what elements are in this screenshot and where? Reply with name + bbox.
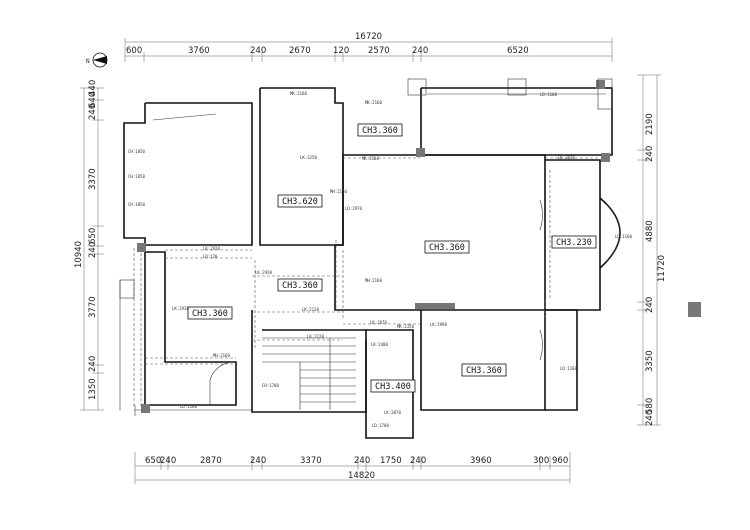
svg-text:CH3.400: CH3.400 [375, 382, 411, 392]
label-ch1850-1: CH:1850 [128, 149, 145, 154]
bottom-dim-3: 2870 [200, 456, 222, 466]
wall-outlines [119, 87, 621, 439]
left-dim-6: 240 [88, 242, 98, 258]
label-lk2070-bath: LK:2070 [384, 410, 401, 415]
left-dim-4: 3370 [88, 168, 98, 190]
top-dim-1: 600 [126, 46, 142, 56]
right-dim-6: 580 [645, 398, 655, 414]
dashed-lines [133, 157, 600, 408]
ceiling-tag-8: CH3.360 [461, 363, 507, 377]
left-total-dimension: 10940 [74, 241, 84, 268]
label-mh2160-c: MH:2160 [213, 353, 230, 358]
bottom-dim-6: 240 [354, 456, 370, 466]
label-ch1700: CH:1700 [262, 383, 279, 388]
top-dim-4: 2670 [289, 46, 311, 56]
bottom-dim-11: 960 [552, 456, 568, 466]
svg-text:CH3.360: CH3.360 [362, 126, 398, 136]
left-dimension-lines [80, 87, 104, 411]
staircase [262, 337, 356, 410]
label-mk2160-top2: MK:2160 [290, 91, 307, 96]
svg-text:CH3.360: CH3.360 [192, 309, 228, 319]
bottom-dim-10: 300 [533, 456, 549, 466]
right-dim-3: 4880 [645, 220, 655, 242]
top-dim-2: 3760 [188, 46, 210, 56]
top-dim-7: 240 [412, 46, 428, 56]
top-dim-6: 2570 [368, 46, 390, 56]
label-mk2350: MK:2350 [397, 324, 414, 329]
label-ld120: LD:120 [203, 254, 218, 259]
label-lk2070: LK:2070 [370, 320, 387, 325]
right-dim-5: 3350 [645, 350, 655, 372]
label-lk2400: LK:2400 [371, 342, 388, 347]
label-mk2160: MK:2160 [362, 156, 379, 161]
window-boxes [119, 78, 613, 299]
label-mk2160-top: MK:2160 [365, 100, 382, 105]
top-total-dimension: 16720 [355, 32, 382, 42]
bottom-dim-7: 1750 [380, 456, 402, 466]
bottom-dim-8: 240 [410, 456, 426, 466]
ceiling-tag-2: CH3.620 [277, 194, 323, 208]
right-dim-7: 240 [645, 410, 655, 426]
top-dim-8: 6520 [507, 46, 529, 56]
top-dim-5: 120 [333, 46, 349, 56]
label-lk2920-b: LK:2920 [255, 270, 272, 275]
bottom-total-dimension: 14820 [348, 471, 375, 481]
label-ld1700: LD:1700 [372, 423, 389, 428]
left-dim-3: 440 [88, 80, 98, 96]
label-mh2160-a: MH:2160 [330, 189, 347, 194]
bottom-dimension-lines [134, 452, 571, 484]
svg-text:CH3.620: CH3.620 [282, 197, 318, 207]
svg-text:CH3.230: CH3.230 [556, 238, 592, 248]
top-dim-3: 240 [250, 46, 266, 56]
left-dim-1: 240 [88, 104, 98, 120]
bottom-dim-9: 3960 [470, 456, 492, 466]
left-dim-8: 240 [88, 356, 98, 372]
label-ch1850-2: CH:1850 [128, 174, 145, 179]
bottom-dim-2: 240 [160, 456, 176, 466]
top-dimension-lines [124, 38, 613, 62]
north-arrow-icon: N [86, 52, 108, 68]
ceiling-tag-3: CH3.360 [277, 278, 323, 292]
ceiling-tag-7: CH3.400 [370, 379, 416, 393]
label-lk2920: LK:2920 [203, 246, 220, 251]
label-ld1160-top: LD:1160 [540, 92, 557, 97]
bottom-dim-1: 650 [145, 456, 161, 466]
right-dim-2: 240 [645, 146, 655, 162]
svg-text:CH3.360: CH3.360 [429, 243, 465, 253]
label-lk2070-top: LK:2070 [558, 155, 575, 160]
ceiling-tag-5: CH3.360 [424, 240, 470, 254]
label-ch1850-3: CH:1850 [128, 202, 145, 207]
svg-text:CH3.360: CH3.360 [466, 366, 502, 376]
right-dimension-lines [637, 74, 661, 426]
label-lk2120: LK:2120 [302, 307, 319, 312]
label-ld1160-bottom: LD:1160 [180, 404, 197, 409]
label-lk3250: LK:3250 [300, 155, 317, 160]
left-dim-5: 650 [88, 228, 98, 244]
svg-text:CH3.360: CH3.360 [282, 281, 318, 291]
svg-text:N: N [86, 58, 90, 65]
ceiling-tag-1: CH3.360 [357, 123, 403, 137]
label-ld2970: LD:2970 [345, 206, 362, 211]
label-lk2990: LK:2990 [430, 322, 447, 327]
label-lk2920-c: LK:2920 [172, 306, 189, 311]
right-dim-1: 2190 [645, 113, 655, 135]
ceiling-tag-4: CH3.230 [551, 235, 597, 249]
ceiling-tag-6: CH3.360 [187, 306, 233, 320]
left-dim-2: 640 [88, 92, 98, 108]
bottom-dim-5: 3370 [300, 456, 322, 466]
left-dim-9: 1350 [88, 378, 98, 400]
label-ld1160-right: LD:1160 [560, 366, 577, 371]
label-ld1160-bay: LD:1160 [615, 234, 632, 239]
label-lk2120-b: LK:2120 [307, 334, 324, 339]
door-swings [152, 113, 543, 405]
label-mh2160-b: MH:2160 [365, 278, 382, 283]
bottom-dim-4: 240 [250, 456, 266, 466]
right-total-dimension: 11720 [657, 255, 667, 282]
structural-columns [137, 80, 701, 413]
right-dim-4: 240 [645, 297, 655, 313]
left-dim-7: 3770 [88, 296, 98, 318]
